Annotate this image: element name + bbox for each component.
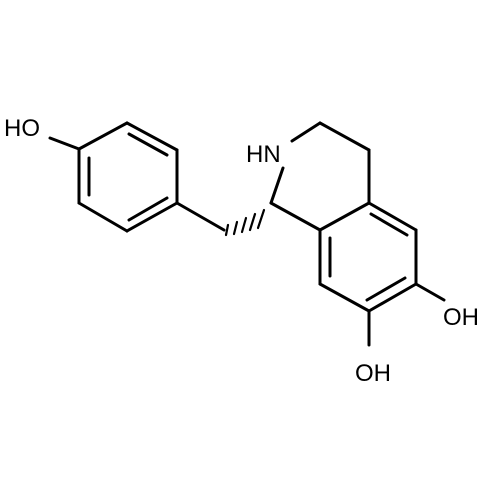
atom-label-oh-left: HO (4, 115, 40, 142)
bond-ring-a-inner-3 (127, 196, 169, 222)
bond-c1-c8a (269, 201, 322, 232)
bond-ring-a-2 (77, 121, 129, 151)
atom-label-nh: HN (246, 141, 281, 168)
bond-ring-b-4 (367, 282, 418, 313)
atom-label-oh-bottom: OH (355, 360, 391, 387)
bond-ring-b-2 (367, 201, 418, 232)
bond-n-c3 (290, 121, 322, 143)
bond-ring-a-inner-2 (127, 132, 169, 157)
bond-c3-c4 (318, 121, 371, 152)
bond-ring-a-5 (125, 201, 179, 233)
hashed-wedge-bond (224, 208, 266, 237)
bond-benzyl-ch2 (175, 201, 226, 232)
bond-ring-b-inner-1 (369, 212, 409, 237)
bond-c1-n (269, 166, 285, 205)
bond-oh-right (414, 282, 446, 302)
bond-ring-b-1 (318, 201, 371, 232)
bond-ring-a-1 (48, 136, 81, 151)
atom-label-oh-right: OH (443, 304, 479, 331)
bond-ring-b-5 (318, 282, 371, 313)
bond-ring-b-inner-2 (365, 276, 407, 302)
bonds (48, 121, 446, 347)
bond-ring-a-6 (77, 201, 129, 233)
bond-ring-a-3 (125, 121, 179, 152)
